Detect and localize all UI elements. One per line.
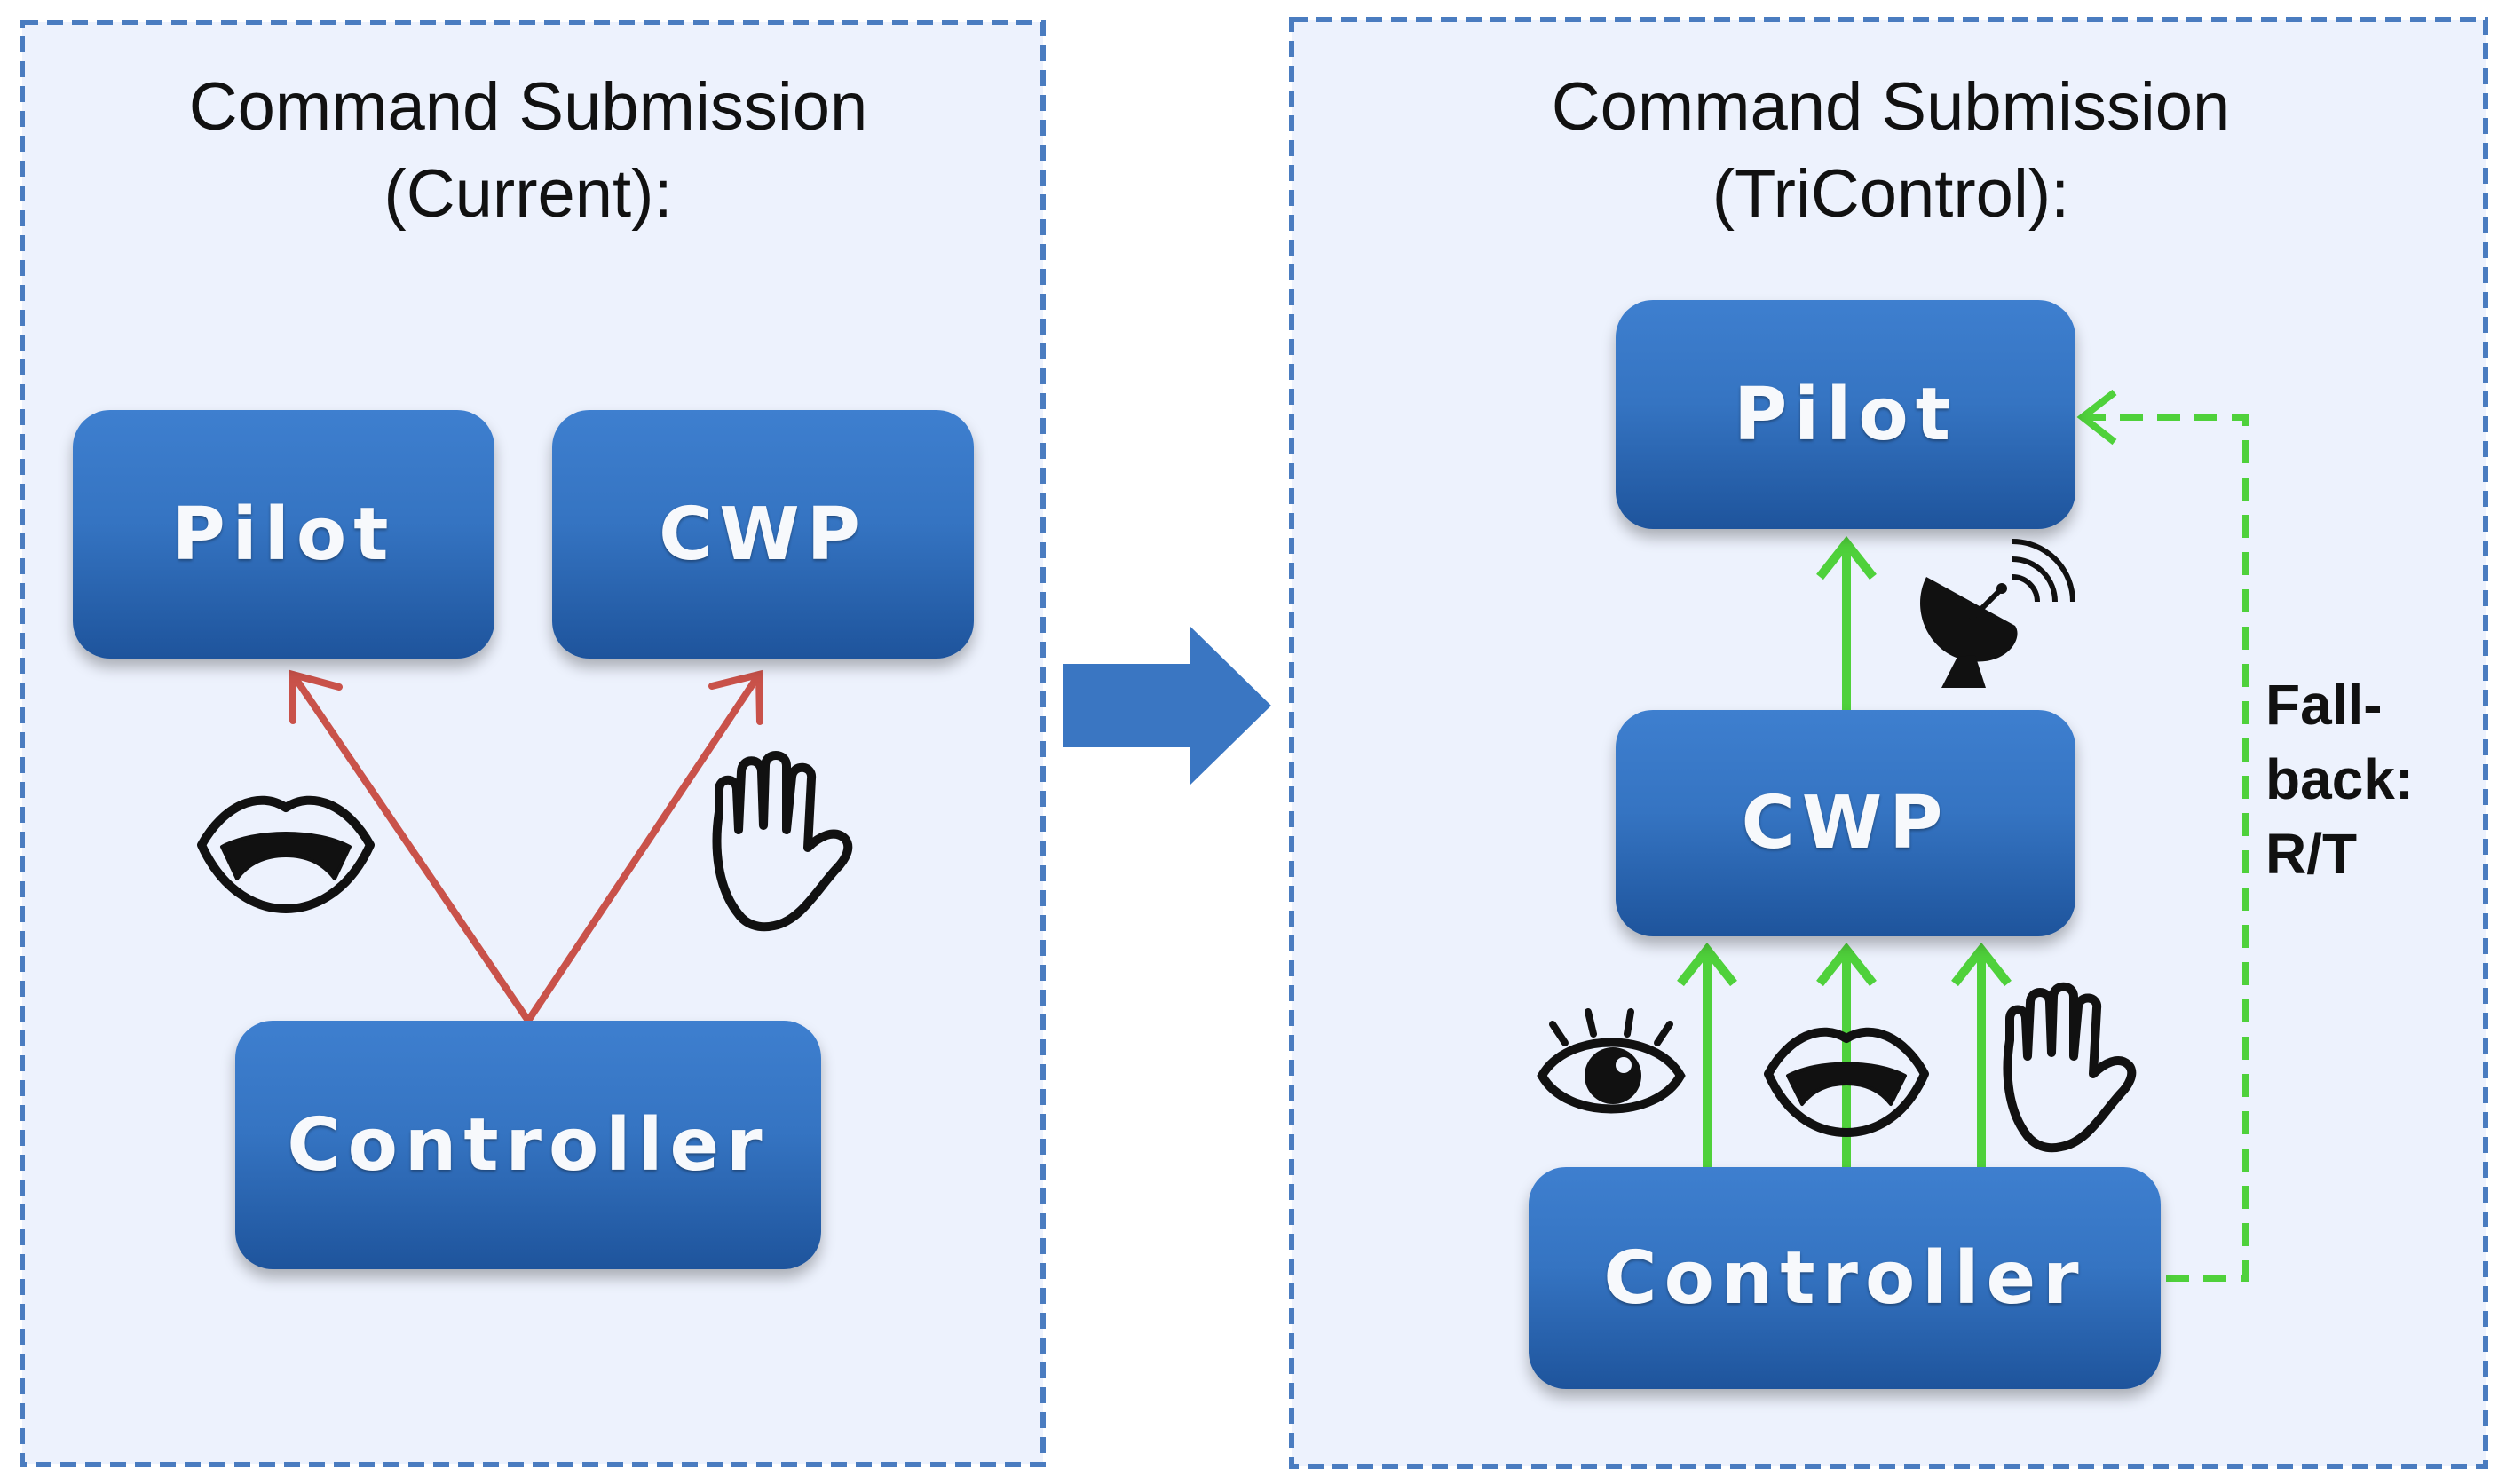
arrow-controller-to-cwp	[525, 671, 763, 1024]
right-controller-node: Controller	[1529, 1167, 2161, 1389]
current-arrows	[289, 669, 763, 1024]
right-title-line2: (TriControl):	[1712, 156, 2070, 232]
hand-icon	[712, 751, 853, 932]
arrowhead-pilot	[289, 669, 343, 724]
arrowhead-cwp	[708, 669, 763, 725]
fallback-label: Fall- back: R/T	[2265, 667, 2414, 891]
right-panel-title: Command Submission (TriControl):	[1385, 64, 2397, 238]
arrow-controller-to-pilot	[289, 671, 532, 1024]
right-title-line1: Command Submission	[1551, 69, 2231, 145]
left-title-line2: (Current):	[383, 156, 673, 232]
left-pilot-node: Pilot	[73, 410, 494, 659]
hand-icon	[2003, 982, 2137, 1153]
arrowhead-eye	[1677, 942, 1737, 987]
arrowhead-mouth	[1816, 942, 1877, 987]
mouth-icon	[1764, 1027, 1929, 1137]
satellite-dish-icon	[1920, 539, 2075, 688]
arrowhead-cwp-to-pilot	[1816, 535, 1877, 580]
left-cwp-node: CWP	[552, 410, 974, 659]
fallback-arrowhead	[2076, 389, 2117, 446]
fallback-path	[2086, 414, 2249, 1282]
eye-icon	[1537, 1008, 1686, 1114]
left-controller-node: Controller	[235, 1021, 821, 1269]
fallback-line2: back:	[2265, 747, 2415, 811]
left-panel-title: Command Submission (Current):	[53, 64, 1003, 238]
right-pilot-node: Pilot	[1616, 300, 2075, 529]
tricontrol-arrows	[1677, 535, 2012, 1167]
right-cwp-node: CWP	[1616, 710, 2075, 936]
left-title-line1: Command Submission	[188, 69, 868, 145]
transition-arrow	[1063, 626, 1271, 785]
arrowhead-hand	[1951, 942, 2012, 987]
fallback-line3: R/T	[2265, 822, 2358, 886]
mouth-icon	[197, 795, 375, 913]
fallback-line1: Fall-	[2265, 673, 2383, 737]
